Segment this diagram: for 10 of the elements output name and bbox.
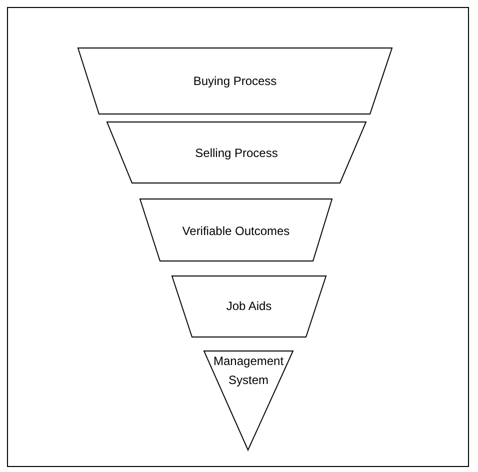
funnel-stage [140, 199, 332, 261]
funnel-stage [78, 48, 392, 114]
stage-label: Buying Process [192, 73, 278, 89]
funnel-stage [107, 122, 366, 183]
funnel-tip [204, 351, 293, 450]
funnel-stage [172, 276, 326, 337]
stage-label: Management System [214, 353, 284, 389]
stage-label: Selling Process [194, 145, 279, 161]
stage-label: Job Aids [225, 298, 273, 314]
stage-label: Verifiable Outcomes [181, 223, 291, 239]
